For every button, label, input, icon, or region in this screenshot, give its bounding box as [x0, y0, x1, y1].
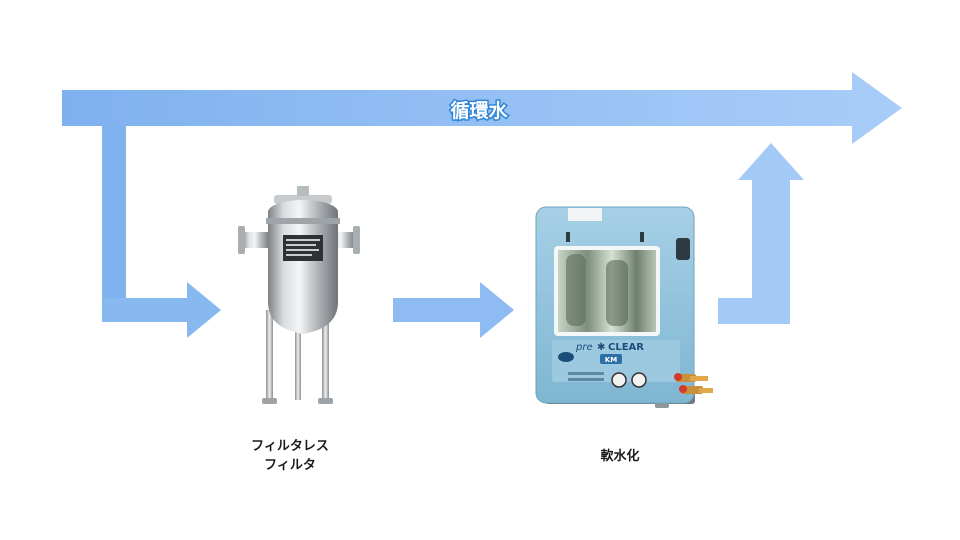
brand-logo-badge — [558, 352, 574, 362]
loop-left-leg — [102, 90, 126, 322]
pressure-gauge-icon — [611, 372, 627, 388]
brand-name: CLEAR — [608, 342, 644, 353]
filter-caption-line1: フィルタレス — [251, 439, 329, 454]
softener-caption-text: 軟水化 — [600, 449, 640, 464]
filterless-filter-caption: フィルタレス フィルタ — [230, 437, 350, 475]
snowflake-icon: ✱ — [597, 342, 605, 353]
pressure-gauge-icon — [631, 372, 647, 388]
circulation-arrow — [62, 72, 902, 322]
water-softener-image: pre ✱ CLEAR KM — [535, 206, 713, 408]
brand-prefix: pre — [575, 342, 593, 353]
circulation-label: 循環水 — [450, 99, 508, 122]
filter-caption-line2: フィルタ — [264, 458, 316, 473]
circulation-main-arrow — [62, 72, 902, 144]
water-softener-caption: 軟水化 — [565, 447, 675, 466]
filter-to-softener-arrow — [393, 282, 514, 338]
brand-badge: KM — [605, 356, 617, 364]
inlet-arrow — [102, 282, 221, 338]
filterless-filter-image — [238, 186, 360, 404]
return-arrow — [718, 143, 804, 324]
